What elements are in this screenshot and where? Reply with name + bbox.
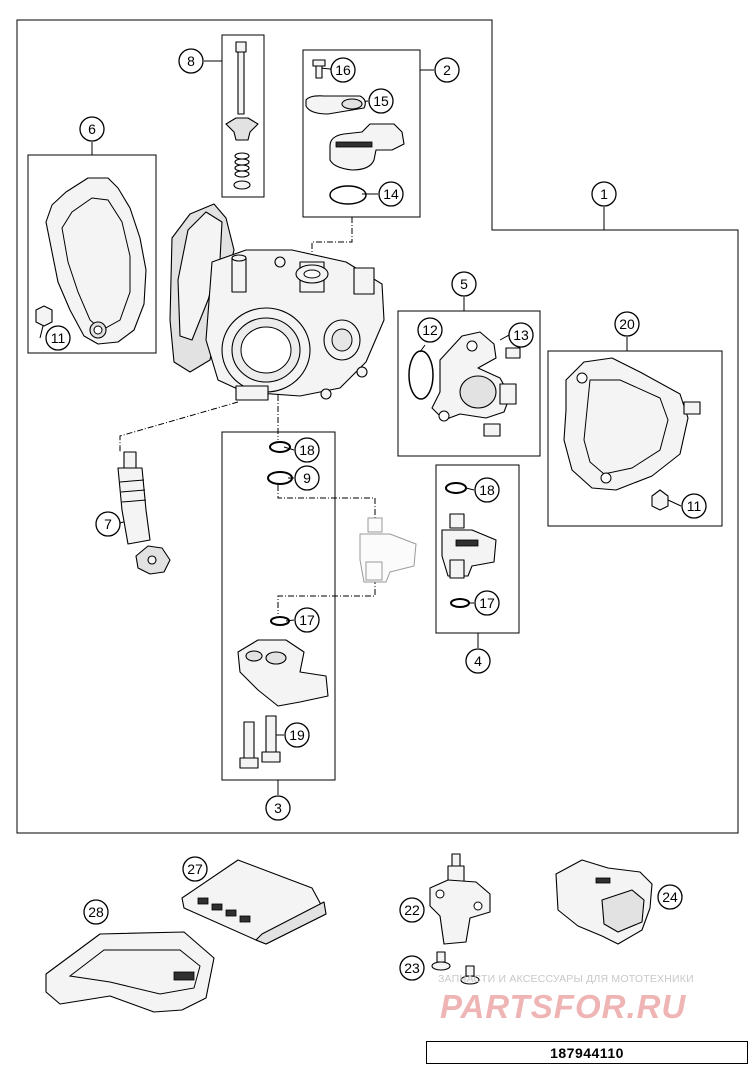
callout-2: 2 <box>434 57 460 83</box>
part-number: 187944110 <box>550 1044 624 1061</box>
callout-16: 16 <box>330 57 356 83</box>
idle-adjust-screw-set <box>225 41 259 190</box>
intake-air-sensor <box>117 451 171 575</box>
callout-13-label: 13 <box>513 327 529 343</box>
callout-1-label: 1 <box>600 186 608 202</box>
callout-20: 20 <box>614 311 640 337</box>
group-5-frame <box>397 310 541 457</box>
callout-4-label: 4 <box>474 653 482 669</box>
watermark-caption: ЗАПЧАСТИ И АКСЕССУАРЫ ДЛЯ МОТОТЕХНИКИ <box>438 973 694 985</box>
callout-23: 23 <box>399 955 425 981</box>
callout-27-label: 27 <box>187 861 203 877</box>
group-20-frame <box>547 350 723 527</box>
callout-15-label: 15 <box>373 93 389 109</box>
callout-14-label: 14 <box>383 186 399 202</box>
throttle-body <box>169 203 385 401</box>
callout-18-injector: 18 <box>474 477 500 503</box>
callout-8: 8 <box>178 48 204 74</box>
callout-19-label: 19 <box>289 727 305 743</box>
pressure-sensor-22 <box>429 853 491 945</box>
throttle-position-sensor-set <box>305 59 405 205</box>
callout-19: 19 <box>284 722 310 748</box>
callout-3-label: 3 <box>274 800 282 816</box>
callout-23-label: 23 <box>404 960 420 976</box>
callout-16-label: 16 <box>335 62 351 78</box>
screws-23 <box>431 951 480 985</box>
callout-18-holder: 18 <box>294 437 320 463</box>
callout-11-sensor-cover-label: 11 <box>687 498 702 514</box>
callout-9-label: 9 <box>303 470 311 486</box>
sensor-cover-20 <box>563 357 701 511</box>
callout-27: 27 <box>182 856 208 882</box>
control-unit-28 <box>45 931 215 1013</box>
ecu-27 <box>181 859 327 945</box>
callout-6-label: 6 <box>88 121 96 137</box>
callout-22-label: 22 <box>404 902 420 918</box>
callout-11-cover: 11 <box>45 325 71 351</box>
callout-11-sensor-cover: 11 <box>681 493 707 519</box>
callout-18-holder-label: 18 <box>299 442 315 458</box>
callout-7-label: 7 <box>104 516 112 532</box>
callout-8-label: 8 <box>187 53 195 69</box>
callout-3: 3 <box>265 795 291 821</box>
callout-17-injector-label: 17 <box>479 595 495 611</box>
watermark-logo: PARTSFOR.RU <box>440 988 687 1025</box>
injector-reference-ghost <box>359 517 417 583</box>
fuel-injector-set <box>441 482 497 608</box>
connector-24 <box>555 859 653 945</box>
group-8-frame <box>221 34 265 198</box>
callout-2-label: 2 <box>443 62 451 78</box>
callout-1: 1 <box>591 181 617 207</box>
callout-4: 4 <box>465 648 491 674</box>
callout-18-injector-label: 18 <box>479 482 495 498</box>
callout-15: 15 <box>368 88 394 114</box>
callout-17-injector: 17 <box>474 590 500 616</box>
part-number-box: 187944110 <box>426 1041 748 1064</box>
callout-28: 28 <box>83 899 109 925</box>
callout-11-cover-label: 11 <box>51 330 66 346</box>
position-sensor-5 <box>408 331 521 437</box>
callout-24: 24 <box>657 884 683 910</box>
callout-17-holder-label: 17 <box>299 612 315 628</box>
throttle-cover <box>35 177 147 345</box>
assembly-lines <box>119 217 376 614</box>
callout-12: 12 <box>417 317 443 343</box>
callout-5: 5 <box>451 271 477 297</box>
callout-20-label: 20 <box>619 316 635 332</box>
callout-28-label: 28 <box>88 904 104 920</box>
callout-6: 6 <box>79 116 105 142</box>
callout-13: 13 <box>508 322 534 348</box>
callout-22: 22 <box>399 897 425 923</box>
group-2-frame <box>302 49 421 218</box>
callout-24-label: 24 <box>662 889 678 905</box>
callout-17-holder: 17 <box>294 607 320 633</box>
throttle-body-assembly-frame <box>16 19 739 834</box>
callout-5-label: 5 <box>460 276 468 292</box>
callout-7: 7 <box>95 511 121 537</box>
callout-14: 14 <box>378 181 404 207</box>
injector-holder-set <box>237 441 329 769</box>
callout-12-label: 12 <box>422 322 438 338</box>
callout-9: 9 <box>294 465 320 491</box>
